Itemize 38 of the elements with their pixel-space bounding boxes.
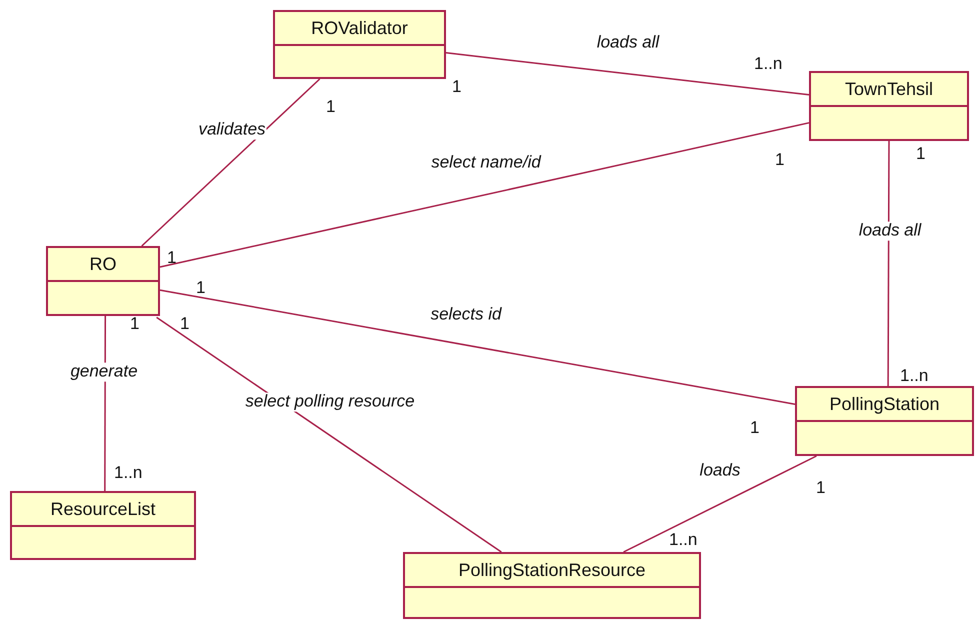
multiplicity-label: 1..n: [900, 367, 928, 384]
association-line: [446, 52, 810, 96]
class-box: [809, 71, 969, 141]
class-box: [795, 386, 974, 456]
multiplicity-label: 1: [750, 419, 760, 436]
class-name: RO: [90, 254, 116, 274]
multiplicity-label: 1: [167, 249, 176, 266]
multiplicity-label: 1..n: [114, 464, 142, 481]
class-name: PollingStation: [829, 394, 940, 414]
class-box: [10, 491, 196, 560]
multiplicity-label: 1..n: [754, 55, 782, 72]
association-line: [887, 141, 890, 386]
class-box: [403, 552, 701, 619]
edge-label: select polling resource: [244, 392, 416, 412]
multiplicity-label: 1: [916, 145, 926, 162]
association-line: [160, 122, 810, 268]
edge-label: loads all: [858, 222, 922, 240]
multiplicity-label: 1: [180, 315, 190, 332]
association-line: [623, 455, 817, 553]
class-box: [46, 246, 160, 316]
multiplicity-label: 1: [452, 78, 462, 95]
association-line: [141, 78, 320, 247]
multiplicity-label: 1: [130, 315, 140, 332]
class-box: [273, 10, 446, 79]
class-name: ResourceList: [50, 498, 156, 520]
association-line: [104, 316, 106, 491]
class-name: ROValidator: [311, 18, 408, 38]
multiplicity-label: 1: [326, 98, 336, 115]
multiplicity-label: 1: [196, 279, 206, 296]
multiplicity-label: 1: [816, 479, 826, 496]
association-line: [160, 289, 796, 405]
multiplicity-label: 1: [775, 151, 784, 168]
edge-label: validates: [197, 120, 267, 140]
edge-label: generate: [69, 362, 139, 382]
class-name: TownTehsil: [844, 78, 934, 100]
class-name: PollingStationResource: [458, 560, 646, 580]
multiplicity-label: 1..n: [669, 531, 698, 548]
association-line: [156, 316, 502, 553]
